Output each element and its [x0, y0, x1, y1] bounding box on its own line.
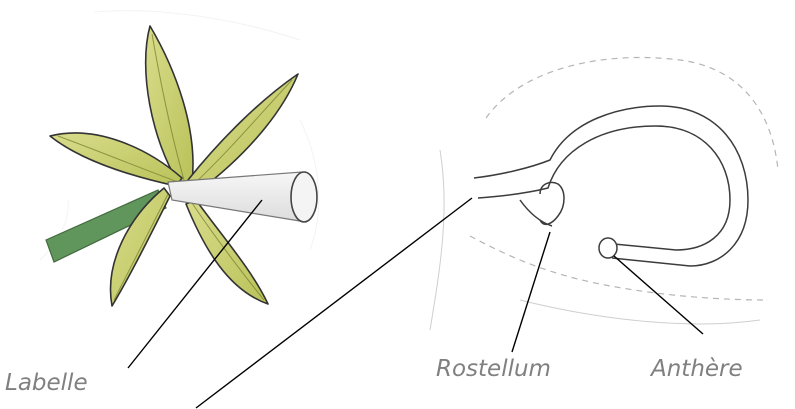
leader-line-labelle-section [196, 198, 472, 408]
label-labelle: Labelle [5, 372, 88, 395]
flower-petals [50, 26, 298, 306]
anther-shape [599, 238, 617, 258]
section-dashed-outline [470, 57, 778, 300]
label-rostellum: Rostellum [436, 358, 551, 381]
label-anthere: Anthère [651, 358, 743, 381]
leader-line-rostellum [512, 232, 550, 352]
